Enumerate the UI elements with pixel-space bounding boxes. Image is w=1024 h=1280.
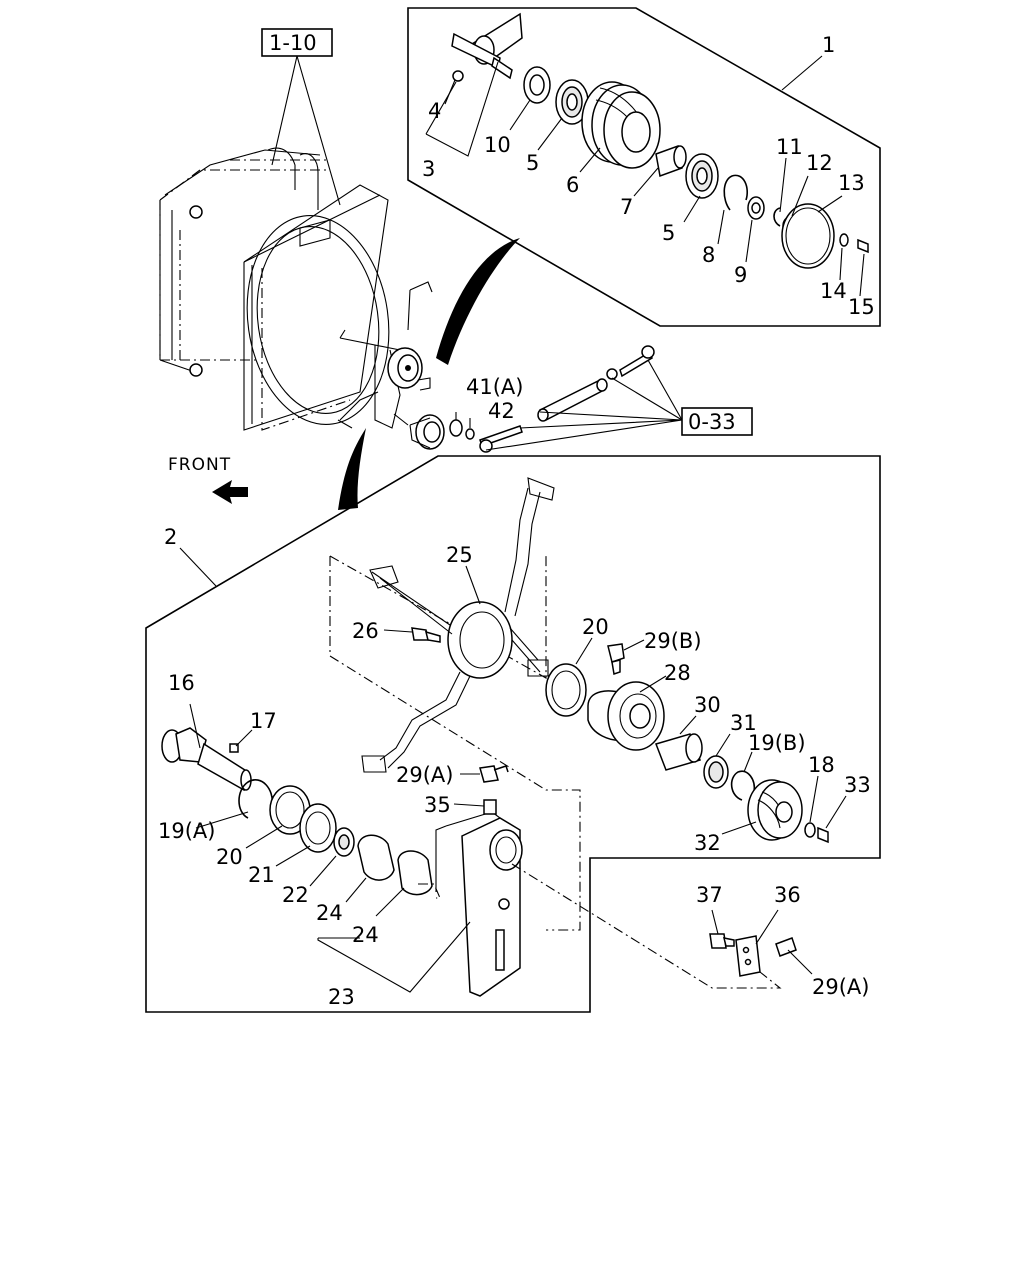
callout-label: 3 — [422, 157, 435, 181]
callout-label: 7 — [620, 195, 633, 219]
callout-label: 25 — [446, 543, 473, 567]
arrow-left-icon — [212, 480, 248, 504]
label-42: 42 — [488, 399, 515, 423]
callout-label: 24 — [352, 923, 379, 947]
callout-label: 29(A) — [396, 763, 453, 787]
callout-label: 17 — [250, 709, 277, 733]
group1-labels: 1 3 4 10 5 6 7 5 8 9 11 12 13 14 15 — [422, 33, 875, 319]
callout-label: 29(A) — [812, 975, 869, 999]
callout-label: 2 — [164, 525, 177, 549]
radiator-assembly — [159, 147, 445, 450]
callout-label: 4 — [428, 99, 441, 123]
callout-label: 36 — [774, 883, 801, 907]
label-41a: 41(A) — [466, 375, 523, 399]
callout-label: 16 — [168, 671, 195, 695]
group2-boundary — [145, 455, 881, 1013]
group1-parts — [451, 12, 869, 269]
callout-label: 10 — [484, 133, 511, 157]
callout-label: 35 — [424, 793, 451, 817]
callout-label: 8 — [702, 243, 715, 267]
callout-label: 22 — [282, 883, 309, 907]
callout-label: 20 — [216, 845, 243, 869]
callout-label: 28 — [664, 661, 691, 685]
group1-boundary — [407, 7, 881, 327]
callout-label: 5 — [662, 221, 675, 245]
callout-label: 33 — [844, 773, 871, 797]
callout-label: 6 — [566, 173, 579, 197]
callout-label: 19(B) — [748, 731, 806, 755]
callout-label: 14 — [820, 279, 847, 303]
callout-label: 12 — [806, 151, 833, 175]
group2-leaders — [179, 547, 847, 993]
callout-label: 20 — [582, 615, 609, 639]
ref-box-1-10-label: 1-10 — [269, 31, 317, 55]
callout-label: 31 — [730, 711, 757, 735]
callout-label: 11 — [776, 135, 803, 159]
callout-label: 30 — [694, 693, 721, 717]
callout-label: 13 — [838, 171, 865, 195]
callout-label: 21 — [248, 863, 275, 887]
wedge-arrow-lower — [338, 428, 366, 510]
group1-leaders — [425, 55, 865, 297]
group2-labels: 2 25 26 20 29(B) 28 30 31 19(B) 18 33 32… — [158, 525, 871, 1009]
callout-label: 37 — [696, 883, 723, 907]
ref-leader-1-10 — [271, 55, 341, 206]
callout-label: 32 — [694, 831, 721, 855]
callout-label: 26 — [352, 619, 379, 643]
callout-label: 18 — [808, 753, 835, 777]
callout-label: 24 — [316, 901, 343, 925]
callout-label: 29(B) — [644, 629, 702, 653]
group2-parts — [161, 477, 829, 997]
callout-label: 15 — [848, 295, 875, 319]
wedge-arrow-upper — [436, 238, 520, 365]
front-label: FRONT — [168, 455, 231, 475]
callout-label: 5 — [526, 151, 539, 175]
callout-label: 9 — [734, 263, 747, 287]
ref-box-0-33[interactable] — [681, 407, 753, 436]
callout-label: 19(A) — [158, 819, 215, 843]
callout-label: 1 — [822, 33, 835, 57]
middle-parts — [449, 345, 683, 453]
callout-label: 23 — [328, 985, 355, 1009]
ref-box-0-33-label: 0-33 — [688, 410, 736, 434]
